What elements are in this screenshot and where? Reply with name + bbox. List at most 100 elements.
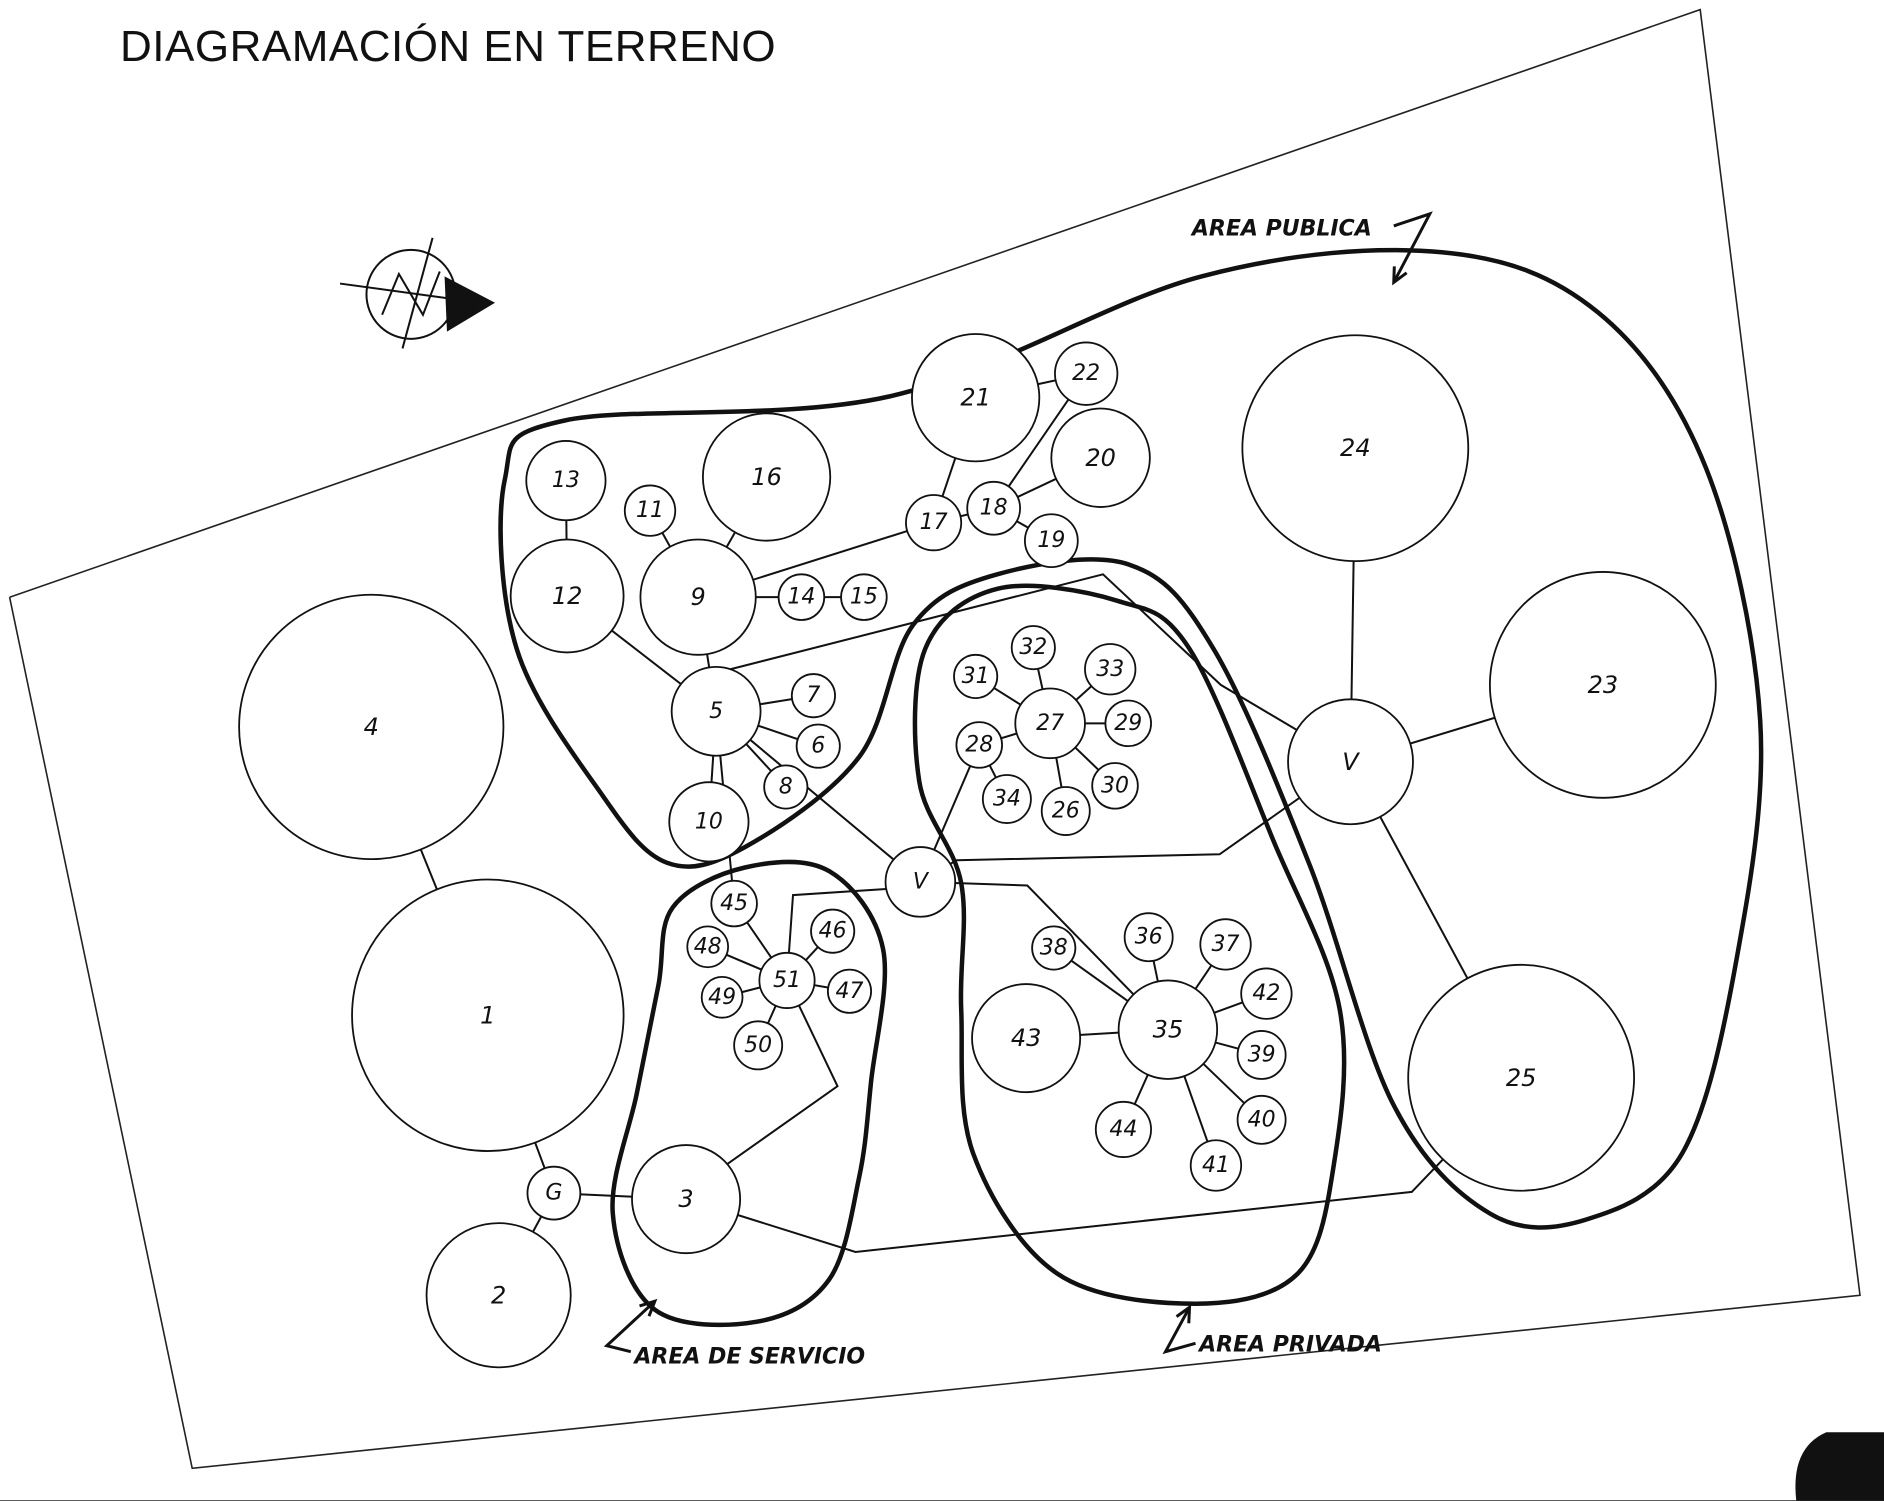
bubble-label-v2: V [1342, 748, 1360, 776]
bubble-25 [1407, 963, 1635, 1192]
bubble-label-36: 36 [1135, 925, 1163, 950]
bubble-44 [1094, 1100, 1152, 1158]
page-corner-mark [1795, 1432, 1884, 1501]
bubble-47 [826, 968, 873, 1014]
bubble-9 [639, 538, 757, 656]
bubble-v2 [1287, 698, 1414, 826]
bubble-label-45: 45 [720, 891, 748, 916]
bubble-13 [525, 440, 607, 522]
bubble-30 [1091, 762, 1139, 810]
bubble-label-37: 37 [1212, 932, 1240, 957]
bubble-label-4: 4 [364, 713, 379, 741]
zone-label-publica: AREA PUBLICA [1190, 217, 1372, 242]
bubble-label-47: 47 [835, 979, 863, 1004]
bubble-label-35: 35 [1153, 1016, 1184, 1044]
bubble-36 [1123, 912, 1174, 963]
bubble-1 [351, 878, 625, 1152]
bubble-label-33: 33 [1096, 657, 1124, 682]
bubble-33 [1084, 643, 1137, 696]
bubble-35 [1117, 979, 1219, 1080]
bubble-label-26: 26 [1052, 799, 1080, 824]
bubble-29 [1104, 699, 1152, 748]
bubble-15 [840, 573, 888, 621]
bubble-51 [758, 951, 816, 1009]
bubble-label-41: 41 [1202, 1153, 1230, 1178]
bubble-label-27: 27 [1036, 711, 1064, 736]
bubble-34 [981, 774, 1032, 824]
bubble-label-49: 49 [708, 985, 736, 1010]
bubble-21 [911, 333, 1041, 463]
bubble-26 [1040, 786, 1091, 836]
bubble-7 [790, 673, 836, 719]
corridor-2 [786, 885, 921, 981]
corridor-5 [715, 573, 1352, 763]
zone-arrow-2 [603, 1300, 656, 1354]
bubble-label-30: 30 [1101, 773, 1129, 798]
zone-label-privada: AREA PRIVADA [1197, 1333, 1382, 1358]
bubble-41 [1189, 1139, 1243, 1192]
bubble-3 [631, 1144, 742, 1255]
bubble-label-39: 39 [1248, 1042, 1276, 1067]
bubble-label-12: 12 [552, 582, 583, 610]
bubble-8 [763, 764, 809, 810]
bubble-32 [1010, 625, 1056, 671]
bubble-18 [966, 480, 1021, 536]
bubble-label-2: 2 [491, 1281, 506, 1309]
bubble-label-34: 34 [993, 787, 1021, 812]
bubble-label-9: 9 [690, 583, 705, 611]
bubble-label-29: 29 [1114, 711, 1142, 736]
bubble-43 [971, 983, 1082, 1094]
north-arrow-icon [339, 237, 496, 349]
bubble-label-32: 32 [1019, 635, 1047, 660]
bubble-label-51: 51 [773, 968, 801, 993]
bubble-label-31: 31 [962, 664, 990, 689]
bubble-label-1: 1 [480, 1001, 495, 1029]
bubble-label-40: 40 [1248, 1107, 1276, 1132]
bubble-22 [1054, 341, 1119, 406]
bubble-label-38: 38 [1040, 936, 1068, 961]
bubble-6 [795, 723, 841, 769]
zone-privada-outline [912, 583, 1347, 1306]
bubble-label-50: 50 [744, 1033, 772, 1058]
bubble-17 [905, 494, 963, 552]
zone-arrow-head-3 [1175, 1304, 1192, 1324]
bubble-46 [810, 908, 856, 954]
bubble-label-g: G [545, 1181, 562, 1206]
bubble-label-16: 16 [751, 463, 782, 491]
zone-arrow-head-1 [1392, 266, 1408, 286]
site-boundary [8, 8, 1861, 1470]
bubble-label-25: 25 [1506, 1064, 1537, 1092]
bubble-label-11: 11 [636, 498, 664, 523]
bubble-50 [733, 1020, 784, 1071]
bubble-39 [1236, 1030, 1287, 1080]
bubble-label-17: 17 [920, 510, 948, 535]
bubble-label-48: 48 [694, 934, 722, 959]
zone-arrow-1 [1392, 211, 1433, 284]
bubble-11 [623, 484, 677, 537]
bubble-label-42: 42 [1252, 981, 1280, 1006]
bubble-label-21: 21 [960, 384, 991, 412]
bubble-40 [1236, 1094, 1287, 1145]
bubble-27 [1014, 687, 1086, 760]
bubble-37 [1199, 918, 1252, 971]
bubble-49 [700, 975, 744, 1019]
bubble-10 [668, 781, 750, 863]
page-title: DIAGRAMACIÓN EN TERRENO [120, 22, 777, 71]
bubble-label-24: 24 [1340, 434, 1371, 462]
bubble-20 [1050, 407, 1151, 508]
bubble-4 [238, 593, 505, 860]
bubble-label-44: 44 [1109, 1117, 1137, 1142]
bubble-label-15: 15 [850, 585, 878, 610]
bubble-label-5: 5 [709, 699, 723, 724]
bubble-2 [425, 1222, 572, 1369]
bubble-45 [710, 879, 758, 928]
bubble-16 [701, 412, 832, 542]
zone-label-servicio: AREA DE SERVICIO [632, 1345, 865, 1370]
bubble-g [526, 1165, 582, 1221]
bubble-23 [1488, 571, 1717, 799]
bubble-label-43: 43 [1011, 1024, 1042, 1052]
corridor-1 [726, 979, 839, 1166]
bubble-5 [670, 665, 762, 757]
